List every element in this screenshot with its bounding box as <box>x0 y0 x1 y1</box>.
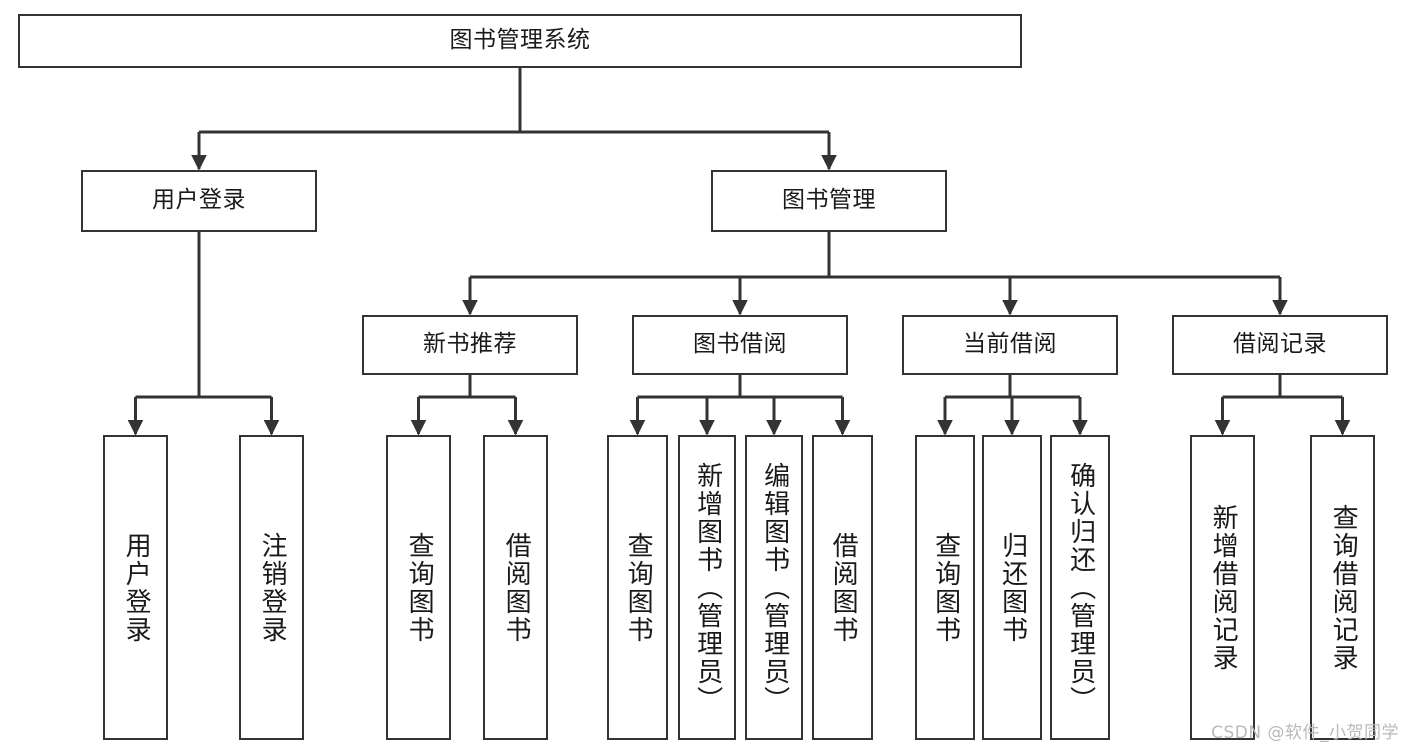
node-root[interactable]: 图书管理系统 <box>18 14 1022 68</box>
leaf-query-record-label: 查询借阅记录 <box>1328 503 1359 672</box>
node-book-borrow[interactable]: 图书借阅 <box>632 315 848 375</box>
leaf-user-login[interactable]: 用户登录 <box>103 435 168 740</box>
node-current-borrow-label: 当前借阅 <box>963 331 1057 358</box>
leaf-user-logout-label: 注销登录 <box>257 531 288 644</box>
leaf-add-book[interactable]: 新增图书（管理员） <box>678 435 736 740</box>
leaf-query-book-3-label: 查询图书 <box>930 531 961 644</box>
leaf-query-book-1-label: 查询图书 <box>404 531 435 644</box>
leaf-user-login-label: 用户登录 <box>121 531 152 644</box>
node-user-login[interactable]: 用户登录 <box>81 170 317 232</box>
leaf-add-record[interactable]: 新增借阅记录 <box>1190 435 1255 740</box>
leaf-borrow-book-1[interactable]: 借阅图书 <box>483 435 548 740</box>
node-new-book-recommend-label: 新书推荐 <box>423 331 517 358</box>
node-book-borrow-label: 图书借阅 <box>693 331 787 358</box>
watermark: CSDN @软件_小贺同学 <box>1211 723 1399 743</box>
node-new-book-recommend[interactable]: 新书推荐 <box>362 315 578 375</box>
leaf-query-book-2[interactable]: 查询图书 <box>607 435 668 740</box>
leaf-borrow-book-1-label: 借阅图书 <box>501 531 532 644</box>
node-current-borrow[interactable]: 当前借阅 <box>902 315 1118 375</box>
leaf-return-book[interactable]: 归还图书 <box>982 435 1042 740</box>
leaf-user-logout[interactable]: 注销登录 <box>239 435 304 740</box>
leaf-borrow-book-2-label: 借阅图书 <box>828 531 859 644</box>
node-borrow-record[interactable]: 借阅记录 <box>1172 315 1388 375</box>
leaf-borrow-book-2[interactable]: 借阅图书 <box>812 435 873 740</box>
leaf-query-book-2-label: 查询图书 <box>623 531 654 644</box>
leaf-query-book-1[interactable]: 查询图书 <box>386 435 451 740</box>
leaf-add-book-label: 新增图书（管理员） <box>692 461 723 714</box>
leaf-return-book-label: 归还图书 <box>997 531 1028 644</box>
node-root-label: 图书管理系统 <box>449 27 591 54</box>
leaf-query-book-3[interactable]: 查询图书 <box>915 435 975 740</box>
leaf-confirm-return-label: 确认归还（管理员） <box>1065 461 1096 714</box>
node-book-manage-label: 图书管理 <box>782 187 876 214</box>
node-user-login-label: 用户登录 <box>152 187 246 214</box>
node-borrow-record-label: 借阅记录 <box>1233 331 1327 358</box>
leaf-edit-book[interactable]: 编辑图书（管理员） <box>745 435 803 740</box>
leaf-query-record[interactable]: 查询借阅记录 <box>1310 435 1375 740</box>
leaf-add-record-label: 新增借阅记录 <box>1208 503 1239 672</box>
leaf-edit-book-label: 编辑图书（管理员） <box>759 461 790 714</box>
leaf-confirm-return[interactable]: 确认归还（管理员） <box>1050 435 1110 740</box>
node-book-manage[interactable]: 图书管理 <box>711 170 947 232</box>
